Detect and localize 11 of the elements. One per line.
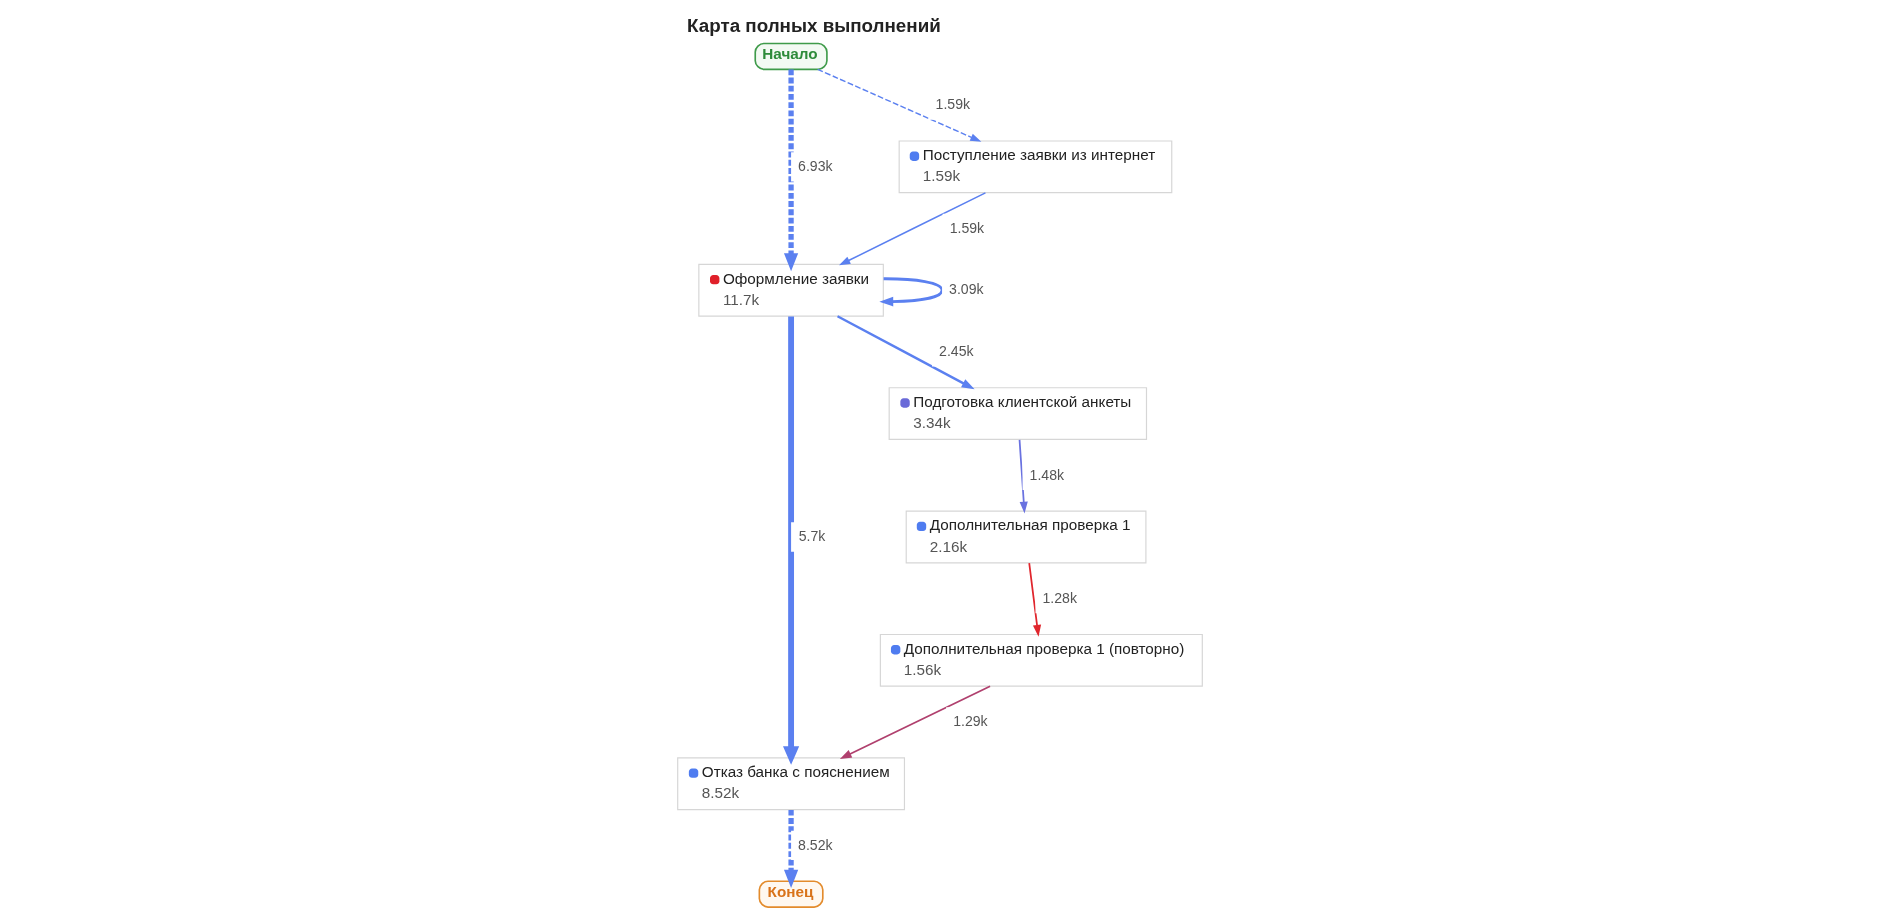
edge-label: 8.52k <box>798 836 833 853</box>
diagram-title: Карта полных выполнений <box>687 14 941 36</box>
edge-label: 1.59k <box>935 96 971 113</box>
edge-label: 3.09k <box>949 281 984 298</box>
edge-label: 2.45k <box>939 343 974 360</box>
edge-label: 5.7k <box>798 528 826 545</box>
edge-label: 1.59k <box>949 219 985 236</box>
edge-label: 1.48k <box>1029 466 1065 483</box>
edge-label: 6.93k <box>798 158 833 175</box>
edge-label: 1.29k <box>953 713 988 730</box>
edge-label: 1.28k <box>1042 589 1077 606</box>
